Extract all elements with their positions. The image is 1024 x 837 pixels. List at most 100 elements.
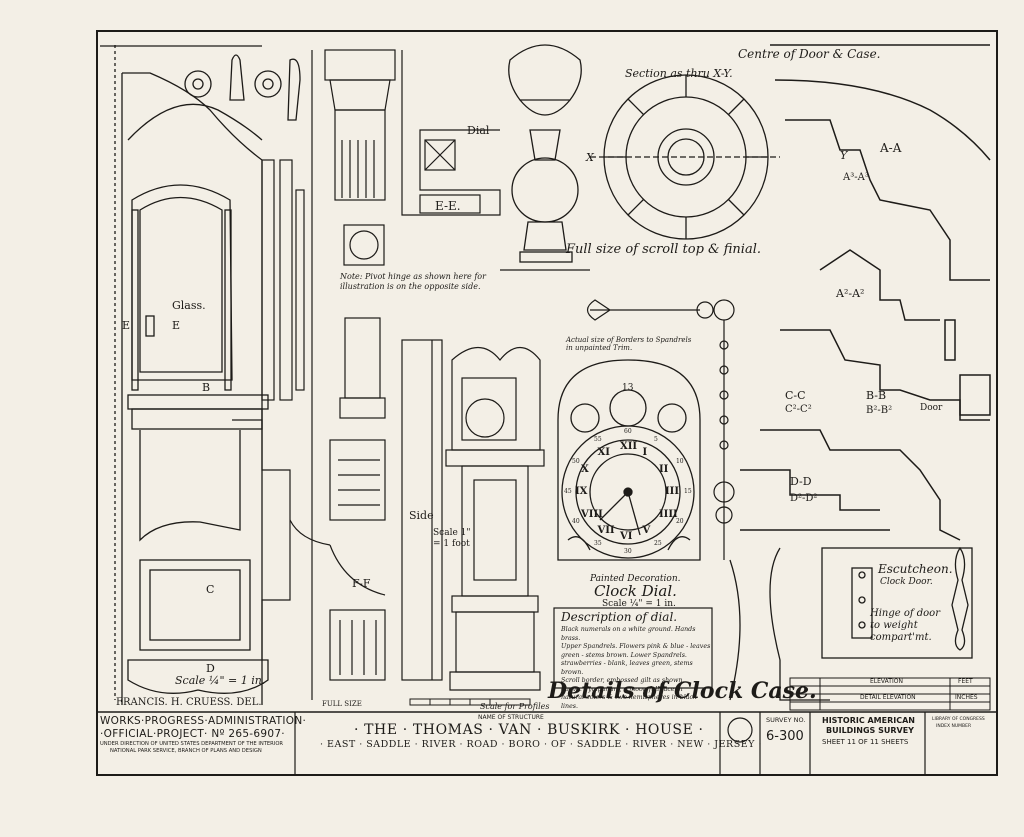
dial-minute-numeral: 15 — [684, 488, 692, 495]
sheet-border — [96, 30, 998, 776]
dial-hour-numeral: VII — [597, 524, 615, 536]
structure-address: · EAST · SADDLE · RIVER · ROAD · BORO · … — [320, 739, 762, 750]
label-b2-b2: B²-B² — [866, 405, 893, 416]
label-d-d: D-D — [790, 475, 812, 488]
dial-section — [401, 50, 501, 216]
label-escutcheon: Escutcheon. — [878, 562, 953, 576]
agency-line-1: WORKS·PROGRESS·ADMINISTRATION· — [100, 715, 307, 727]
index-row-detail: DETAIL ELEVATION — [860, 694, 916, 701]
label-full-size: FULL SIZE — [322, 700, 362, 708]
label-dial: Dial — [467, 124, 490, 137]
habs-line-1: HISTORIC AMERICAN — [822, 716, 915, 725]
rosette — [590, 74, 780, 240]
dial-hour-numeral: X — [581, 463, 589, 475]
survey-number: 6-300 — [766, 729, 804, 744]
moon-date: 13 — [622, 383, 634, 393]
description-line: above. Tympanum, a moon full face in — [561, 685, 683, 693]
label-delineator: FRANCIS. H. CRUESS. DEL. — [116, 697, 262, 708]
dial-hour-numeral: III — [665, 486, 680, 497]
moulding-profiles — [740, 44, 991, 541]
label-door: Door — [920, 403, 943, 413]
description-line: Scroll border, embossed gilt as shown — [561, 677, 683, 684]
label-centre-of-door: Centre of Door & Case. — [738, 47, 881, 61]
label-c2-c2: C²-C² — [785, 404, 812, 415]
label-full-size-scroll: Full size of scroll top & finial. — [566, 242, 762, 257]
label-x-mark: X — [586, 151, 594, 164]
dial-minute-numeral: 50 — [572, 458, 580, 465]
title-block — [294, 712, 926, 775]
label-scale-profiles: Scale for Profiles — [480, 702, 550, 711]
dial-hour-numeral: V — [642, 524, 651, 536]
library-line-2: INDEX NUMBER — [936, 724, 972, 729]
clock-dial-drawing — [557, 359, 701, 561]
label-scale-left: Scale ¼" = 1 in. — [175, 674, 266, 687]
dial-hour-numeral: XI — [597, 447, 610, 459]
dial-minute-numeral: 5 — [654, 436, 658, 444]
escutcheon-hinge — [729, 546, 973, 701]
dial-minute-numeral: 30 — [624, 548, 632, 555]
label-a3-a3: A³-A³ — [843, 172, 869, 183]
label-scale-side: Scale 1" = 1 foot — [433, 528, 471, 549]
label-d2-d2: D²-D² — [790, 493, 818, 504]
description-line: natural colors & two hemispheres in blac… — [561, 694, 697, 710]
label-pivot-note: Note: Pivot hinge as shown here for illu… — [340, 272, 486, 291]
hood-elevation — [100, 45, 301, 705]
description-line: green - stems brown. Lower Spandrels. — [561, 651, 687, 659]
label-a-a: A-A — [880, 141, 902, 155]
description-line: strawberries - blank, leaves green, stem… — [561, 660, 693, 676]
description-lines: Black numerals on a white ground. Hands … — [561, 626, 711, 711]
dial-hour-numeral: VIII — [581, 508, 603, 520]
description-line: Upper Spandrels. Flowers pink & blue - l… — [561, 643, 711, 650]
sheet-number: SHEET 11 OF 11 SHEETS — [822, 738, 909, 746]
scale-bars — [409, 677, 991, 711]
agency-line-2: ·OFFICIAL·PROJECT· Nº 265-6907· — [100, 728, 285, 740]
dial-hour-numeral: I — [642, 447, 648, 459]
label-a2-a2: A²-A² — [836, 287, 865, 300]
dial-hour-numeral: XII — [620, 441, 638, 452]
dial-minute-numeral: 20 — [675, 518, 684, 525]
scale-inches: INCHES — [955, 694, 978, 701]
label-b: B — [202, 381, 211, 394]
label-b-b: B-B — [866, 389, 887, 402]
description-heading: Description of dial. — [561, 610, 678, 624]
label-side: Side — [409, 509, 434, 522]
structure-name: · THE · THOMAS · VAN · BUSKIRK · HOUSE · — [354, 722, 704, 738]
dial-minute-numeral: 10 — [675, 458, 684, 465]
dial-minute-numeral: 40 — [572, 518, 580, 525]
dial-minute-numeral: 45 — [564, 488, 572, 495]
description-line: Black numerals on a white ground. Hands … — [561, 626, 696, 642]
dial-hour-numeral: IIII — [658, 508, 678, 520]
scale-feet: FEET — [958, 678, 973, 685]
label-f-f: F-F — [352, 577, 371, 590]
agency-line-4: NATIONAL PARK SERVICE, BRANCH OF PLANS A… — [110, 748, 262, 754]
label-clock-dial: Clock Dial. — [594, 582, 677, 600]
survey-label: SURVEY NO. — [766, 716, 806, 724]
column-profiles — [324, 49, 396, 681]
label-e-right: E — [172, 319, 181, 332]
index-row-elevation: ELEVATION — [870, 678, 903, 685]
label-section-xy: Section as thru X-Y. — [625, 67, 733, 80]
dial-minute-numeral: 55 — [594, 436, 602, 444]
label-d: D — [206, 662, 215, 675]
dial-hour-numeral: II — [658, 463, 669, 475]
key-pendulum — [586, 299, 735, 560]
label-hinge-note: Hinge of door to weight compart'mt. — [870, 608, 940, 643]
description-box — [553, 607, 713, 689]
dial-hour-numeral: IX — [575, 486, 588, 497]
drawing-title: Details of Clock Case. — [548, 678, 817, 704]
label-c: C — [206, 583, 215, 596]
dial-minute-numeral: 60 — [624, 428, 632, 435]
side-sections — [232, 50, 331, 700]
finial — [500, 44, 590, 271]
label-e-left: E — [122, 319, 131, 332]
habs-line-2: BUILDINGS SURVEY — [826, 726, 914, 735]
label-e-e: E-E. — [435, 199, 461, 213]
agency-line-3: UNDER DIRECTION OF UNITED STATES DEPARTM… — [100, 741, 284, 747]
dial-minute-numeral: 25 — [654, 539, 662, 547]
label-scale-dial: Scale ¼" = 1 in. — [602, 599, 676, 609]
clock-elevation — [401, 339, 545, 691]
label-actual-size-borders: Actual size of Borders to Spandrels in u… — [566, 336, 692, 353]
label-clock-door: Clock Door. — [880, 577, 933, 587]
